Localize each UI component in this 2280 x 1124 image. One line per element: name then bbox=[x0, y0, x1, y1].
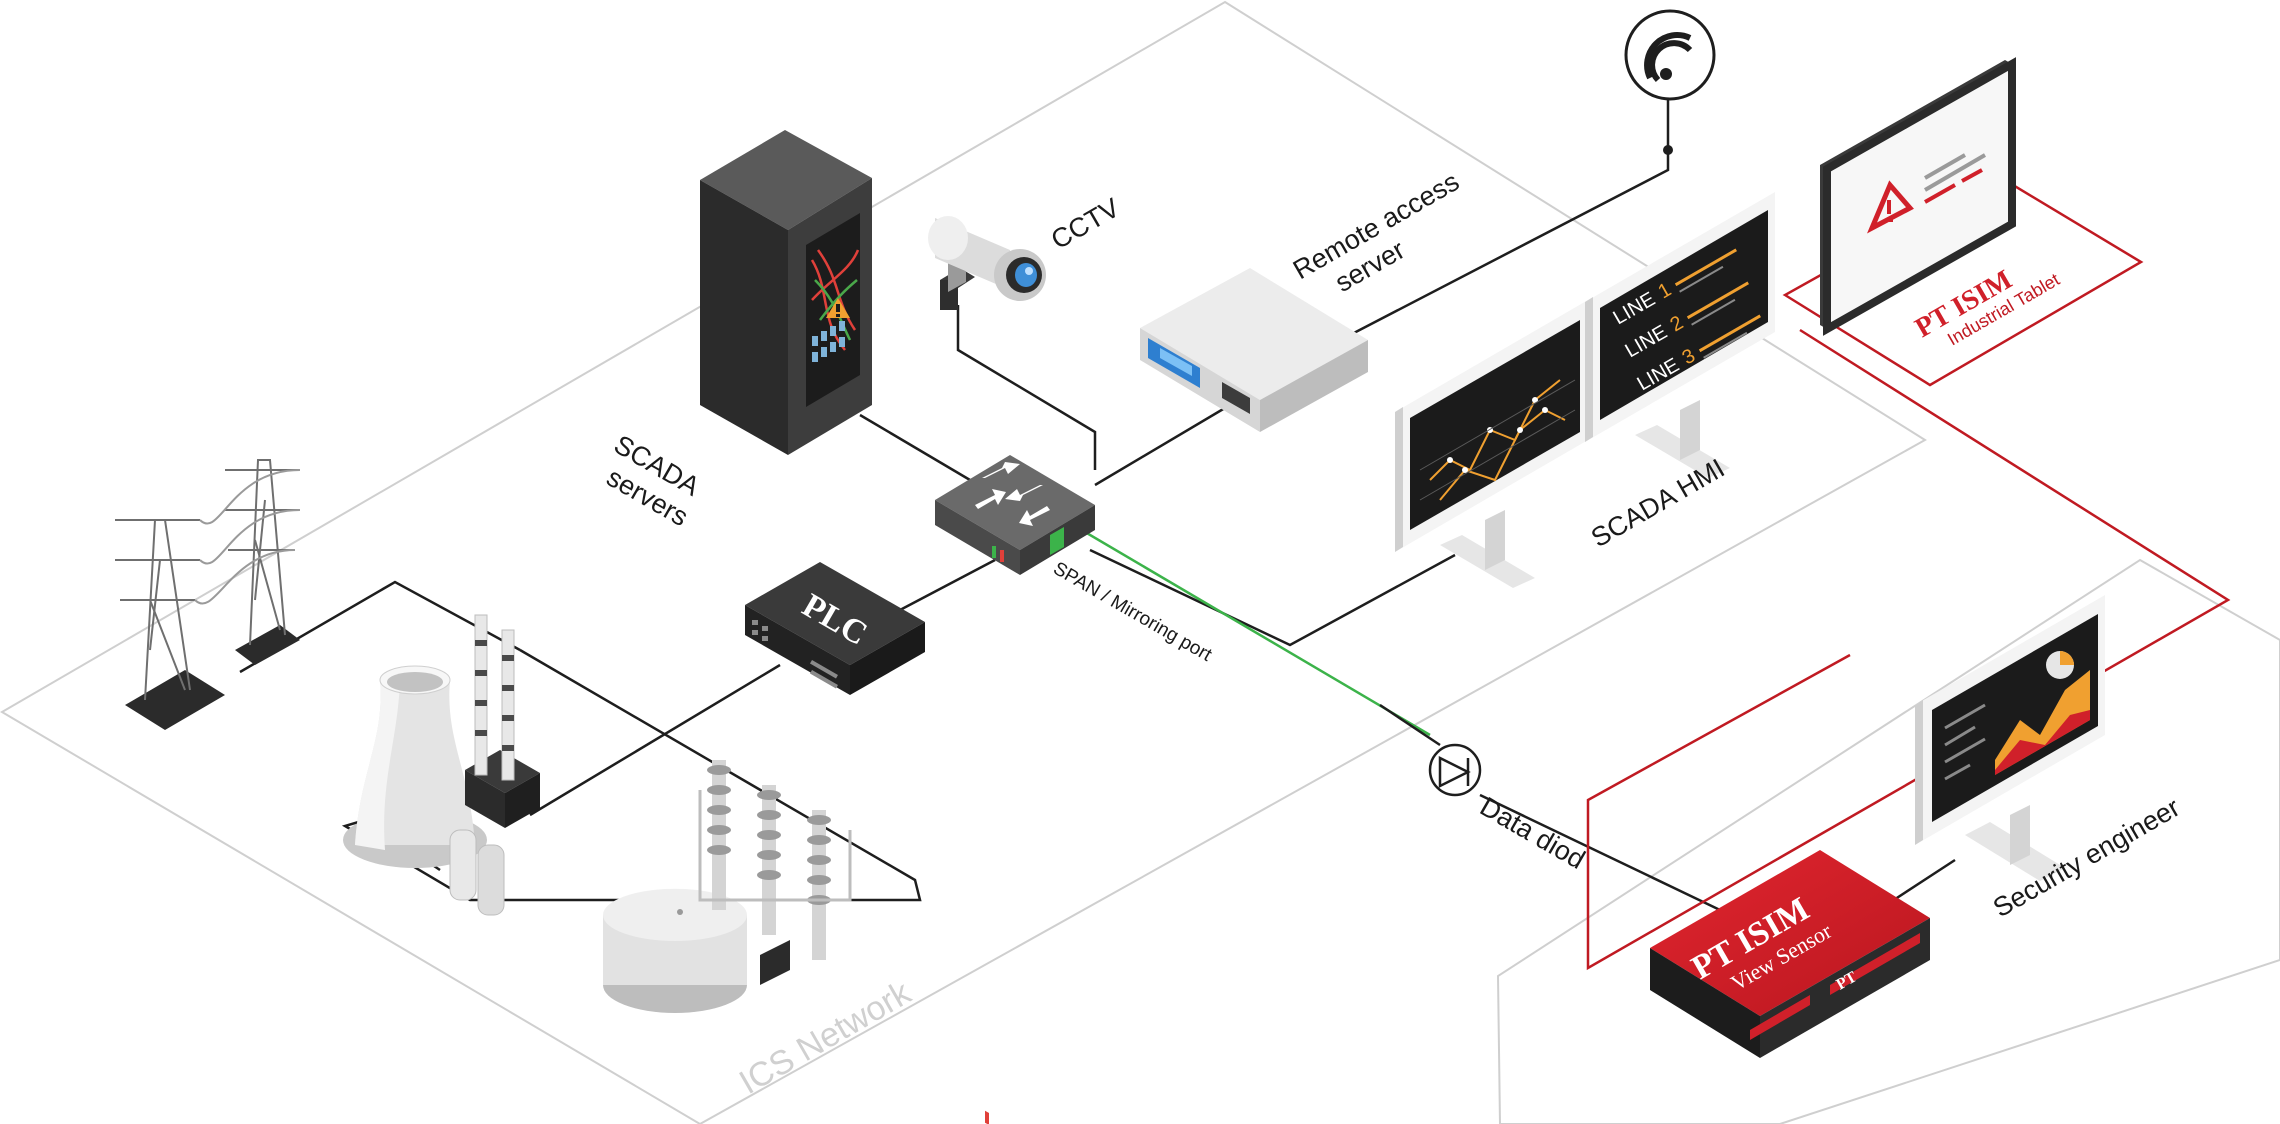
insulator-columns bbox=[698, 760, 852, 960]
scada-servers-label: SCADA servers bbox=[602, 429, 705, 532]
switch-arrows-icon bbox=[975, 462, 1050, 526]
transmission-towers bbox=[115, 459, 301, 730]
cctv-label: CCTV bbox=[1046, 192, 1125, 255]
chimneys bbox=[465, 614, 540, 828]
tablet-to-sensor-link bbox=[1586, 328, 2231, 971]
span-port bbox=[1050, 527, 1064, 555]
plc-device[interactable]: PLC bbox=[745, 562, 925, 695]
warning-icon bbox=[826, 298, 850, 318]
tower-left bbox=[115, 519, 225, 730]
data-diod-label: Data diod bbox=[1475, 791, 1590, 875]
tower-right bbox=[225, 459, 300, 665]
link-wifi-remote bbox=[1349, 150, 1670, 337]
diode-icon bbox=[1428, 743, 1482, 797]
warning-icon bbox=[1867, 180, 1914, 234]
ics-network-label: ICS Network bbox=[733, 973, 918, 1102]
scada-server-rack bbox=[700, 130, 872, 455]
network-switch[interactable] bbox=[935, 455, 1095, 1124]
pt-isim-industrial-tablet[interactable]: PT ISIM Industrial Tablet bbox=[1782, 57, 2144, 387]
small-tanks bbox=[449, 829, 505, 916]
security-zone bbox=[1496, 558, 2280, 1124]
pt-isim-view-sensor[interactable]: PT PT ISIM View Sensor bbox=[1650, 850, 1930, 1058]
ics-network-zone bbox=[0, 0, 1927, 1124]
remote-access-label: Remote access server bbox=[1288, 166, 1464, 298]
span-to-diod-link bbox=[1379, 703, 1441, 747]
cctv-camera bbox=[928, 216, 1046, 310]
scada-hmi-label: SCADA HMI bbox=[1586, 453, 1730, 553]
link-cctv-switch bbox=[956, 305, 1097, 470]
scada-hmi-monitor-right[interactable]: LINE 1 LINE 2 LINE 3 bbox=[1585, 192, 1775, 478]
link-switch-plc bbox=[899, 558, 996, 612]
remote-access-server bbox=[1140, 268, 1368, 432]
span-port-label: SPAN / Mirroring port bbox=[1050, 558, 1216, 666]
link-diod-sensor bbox=[1479, 793, 1721, 912]
scada-hmi-monitor-left[interactable] bbox=[1395, 300, 1588, 588]
link-plc-field bbox=[529, 663, 781, 817]
span-mirroring-link bbox=[1067, 520, 1431, 737]
wifi-icon bbox=[1624, 9, 1716, 155]
link-server-switch bbox=[859, 413, 971, 482]
storage-tank bbox=[603, 888, 790, 1013]
link-switch-hmi bbox=[1089, 548, 1456, 647]
security-engineer-monitor[interactable] bbox=[1915, 595, 2105, 881]
link-remote-switch bbox=[1094, 403, 1231, 487]
